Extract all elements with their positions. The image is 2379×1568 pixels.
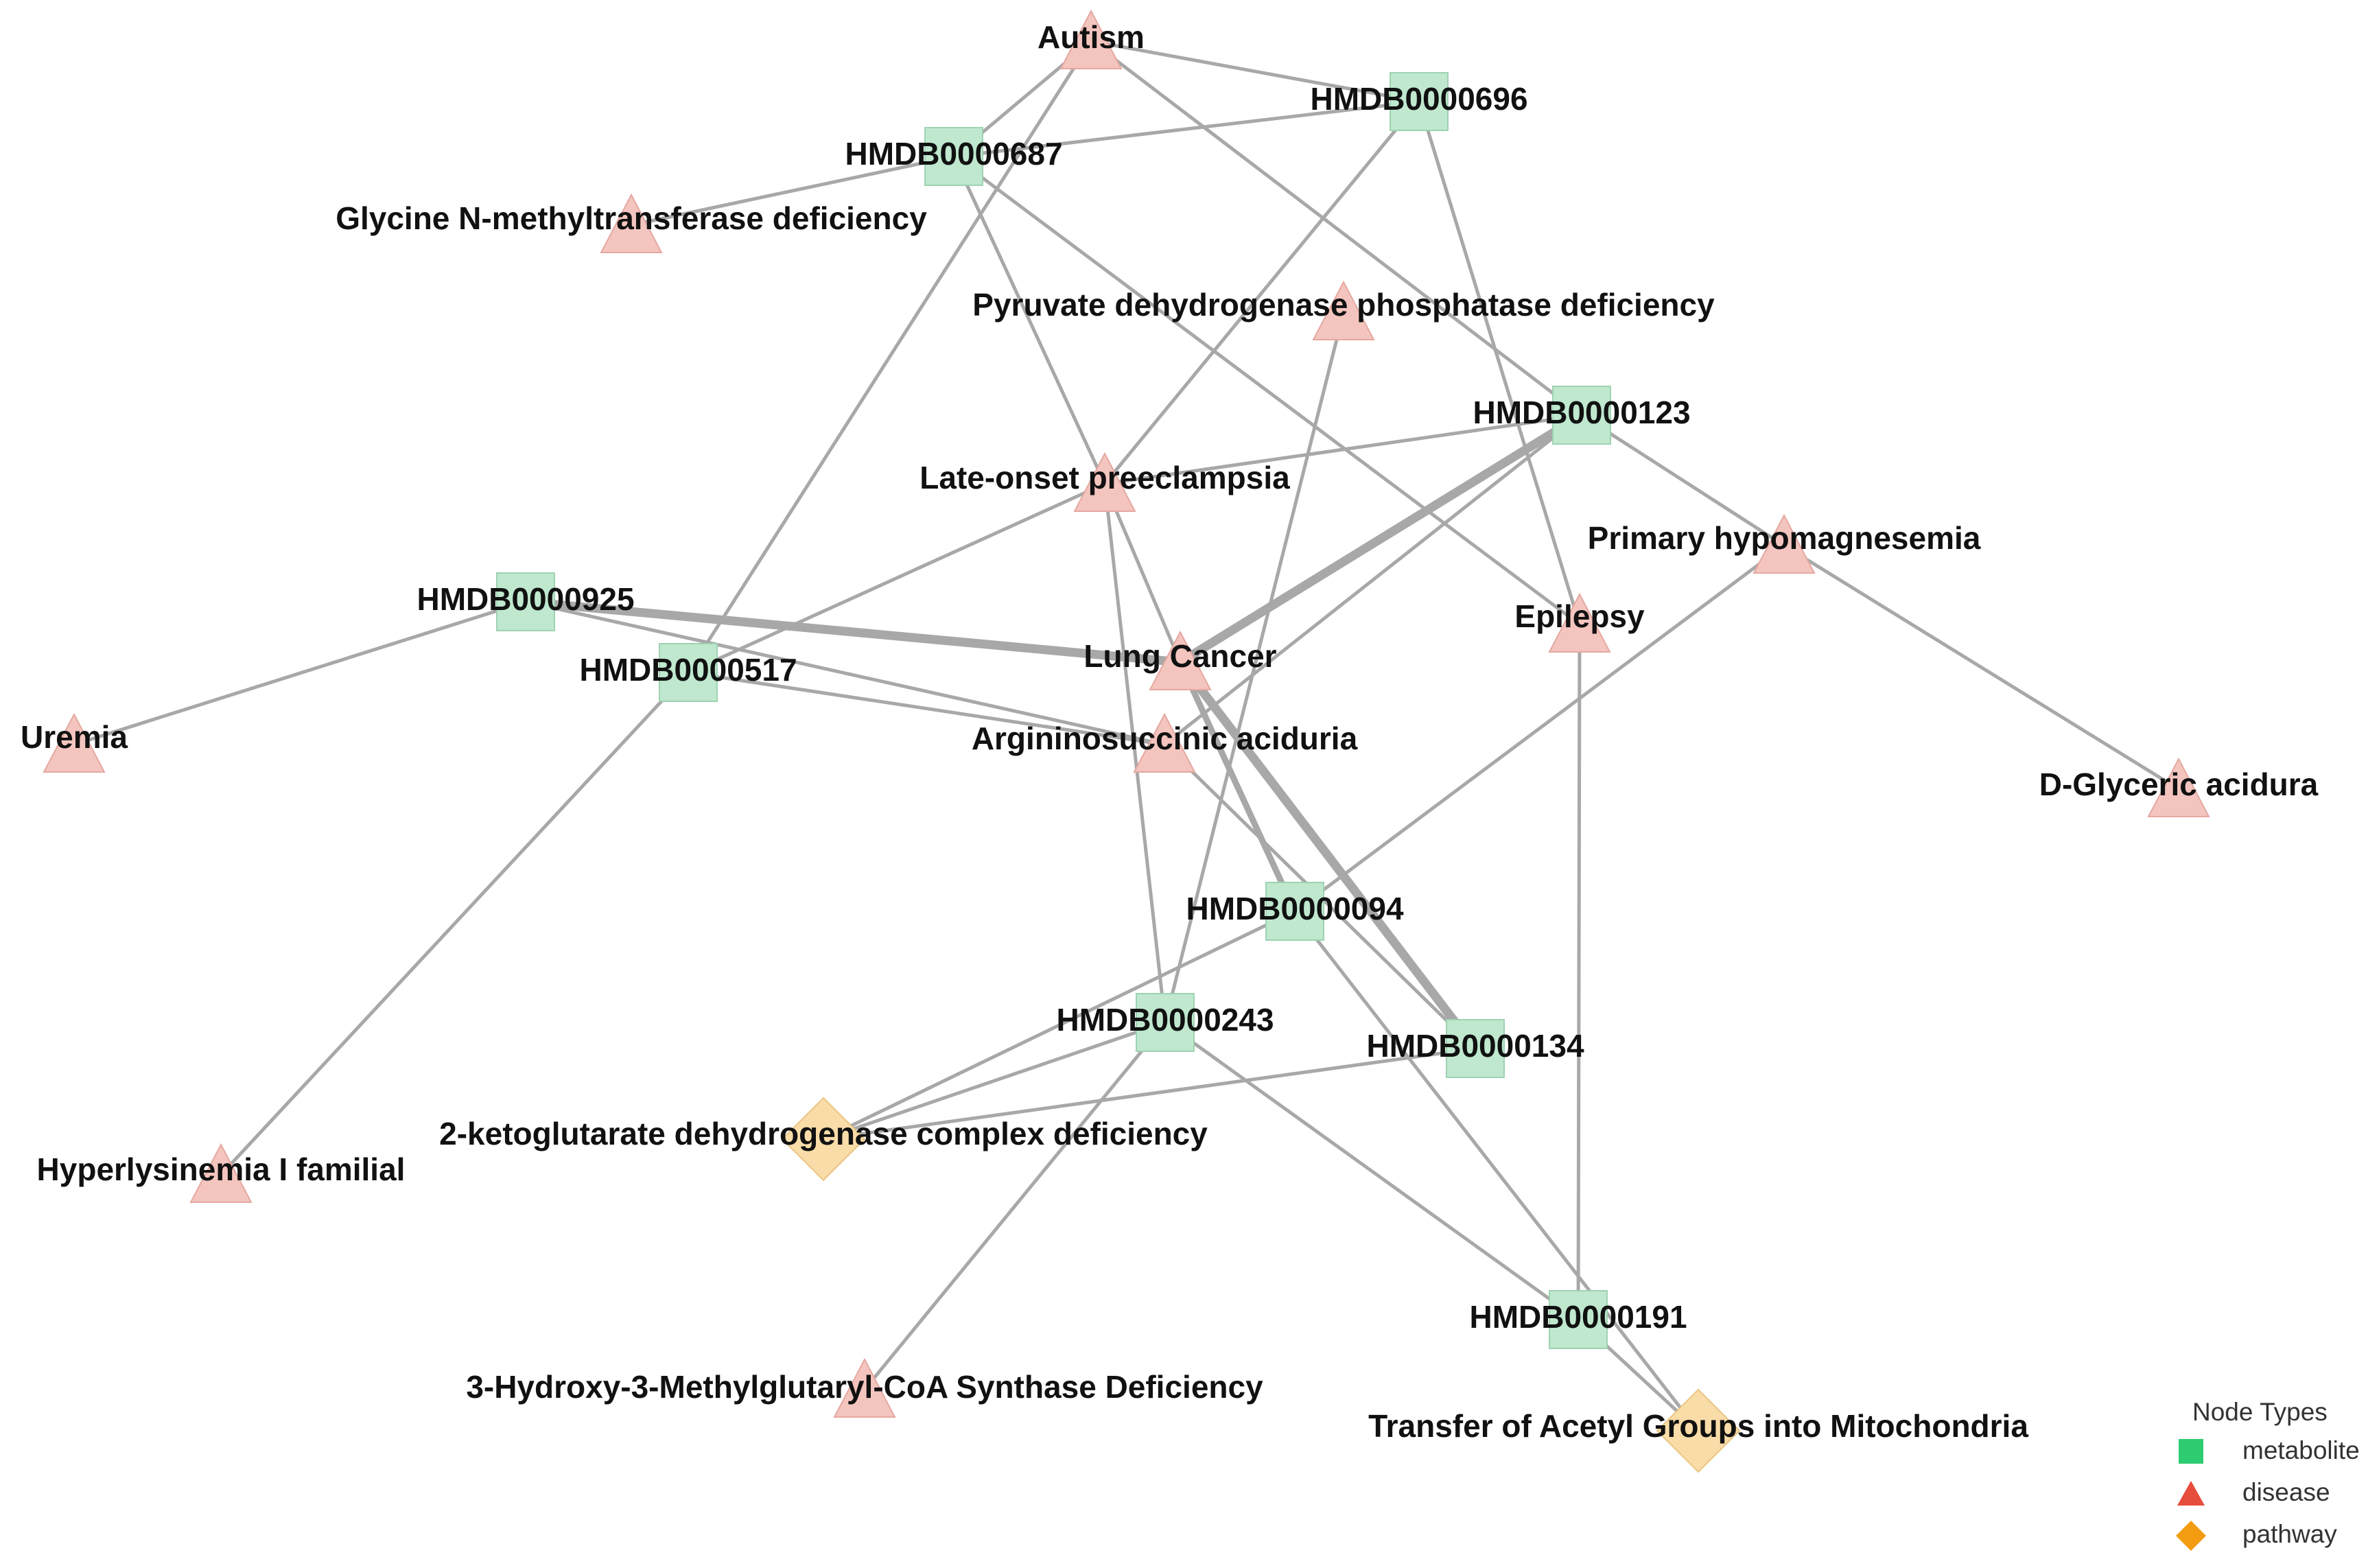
legend-disease-label: disease [2242,1478,2330,1506]
edge-HMDB0000696-epilepsy [1417,100,1582,627]
edge-autism-HMDB0000696 [1089,39,1421,104]
node-label-HMDB0000191: HMDB0000191 [1469,1299,1687,1335]
edge-preeclampsia-HMDB0000243 [1103,482,1167,1025]
node-label-HMDB0000094: HMDB0000094 [1186,891,1403,926]
edge-HMDB0000925-uremia [72,600,528,747]
node-label-HMDB0000925: HMDB0000925 [417,581,634,617]
node-HMDB0000243 [1136,993,1195,1052]
edge-HMDB0000243-kgdh [821,1020,1167,1141]
node-hmgcs [833,1357,896,1418]
edge-HMDB0000687-gnmt [629,154,956,227]
edge-HMDB0000687-epilepsy [952,154,1582,627]
legend-pathway-label: pathway [2242,1520,2337,1548]
node-label-HMDB0000696: HMDB0000696 [1310,81,1527,117]
edge-lungcancer-HMDB0000094 [1177,659,1298,915]
legend-pathway-swatch [2176,1521,2206,1551]
node-label-HMDB0000243: HMDB0000243 [1056,1002,1274,1038]
edge-HMDB0000517-arginino [686,670,1167,747]
legend-title: Node Types [2192,1398,2328,1426]
node-label-HMDB0000123: HMDB0000123 [1473,395,1690,430]
node-label-HMDB0000687: HMDB0000687 [845,136,1062,172]
node-uremia [43,712,106,773]
node-HMDB0000687 [924,127,983,186]
edge-hypomag-HMDB0000094 [1293,543,1786,913]
edge-HMDB0000123-lungcancer [1175,410,1586,667]
node-HMDB0000134 [1446,1019,1505,1078]
edges-layer [72,39,2181,1433]
node-label-lungcancer: Lung Cancer [1083,638,1276,674]
node-arginino [1133,712,1196,773]
node-label-hypomag: Primary hypomagnesemia [1588,520,1981,556]
edge-HMDB0000687-HMDB0000696 [952,100,1421,159]
node-acetyl [1656,1388,1741,1473]
node-hypomag [1753,513,1816,574]
edge-HMDB0000123-hypomag [1580,413,1786,548]
node-label-epilepsy: Epilepsy [1514,598,1645,634]
node-hyperlysinemia [189,1143,253,1203]
node-lungcancer [1149,630,1212,690]
node-label-acetyl: Transfer of Acetyl Groups into Mitochond… [1368,1408,2028,1444]
edge-HMDB0000094-acetyl [1293,909,1700,1433]
node-gnmt [600,193,663,253]
node-label-dglyceric: D-Glyceric acidura [2039,767,2319,802]
edge-HMDB0000243-HMDB0000191 [1163,1020,1580,1322]
edge-hypomag-dglyceric [1782,543,2181,791]
node-label-arginino: Argininosuccinic aciduria [972,721,1358,756]
edge-HMDB0000687-preeclampsia [952,154,1107,486]
edge-autism-HMDB0000517 [686,39,1093,675]
node-label-autism: Autism [1038,19,1145,55]
edge-autism-HMDB0000123 [1089,39,1584,417]
edge-HMDB0000094-kgdh [821,909,1297,1141]
node-HMDB0000094 [1265,882,1324,941]
node-label-hmgcs: 3-Hydroxy-3-Methylglutaryl-CoA Synthase … [466,1369,1263,1405]
node-HMDB0000925 [496,572,555,631]
node-HMDB0000123 [1552,386,1611,445]
node-label-HMDB0000134: HMDB0000134 [1366,1028,1584,1064]
node-preeclampsia [1073,452,1136,512]
node-HMDB0000696 [1390,72,1449,131]
edge-HMDB0000696-preeclampsia [1103,100,1421,486]
node-autism [1059,9,1123,69]
edge-HMDB0000925-lungcancer [521,597,1185,667]
legend-metabolite-label: metabolite [2242,1436,2360,1464]
node-HMDB0000191 [1549,1290,1608,1349]
edge-HMDB0000517-preeclampsia [686,482,1107,675]
node-epilepsy [1548,592,1611,653]
node-label-gnmt: Glycine N-methyltransferase deficiency [336,200,927,236]
node-label-HMDB0000517: HMDB0000517 [579,652,797,688]
edge-HMDB0000243-hmgcs [863,1020,1167,1392]
edge-HMDB0000134-kgdh [821,1046,1477,1141]
legend-metabolite-swatch [2179,1439,2203,1464]
node-pdp [1312,280,1375,340]
edge-epilepsy-HMDB0000191 [1576,622,1582,1322]
node-label-pdp: Pyruvate dehydrogenase phosphatase defic… [972,287,1715,323]
node-label-kgdh: 2-ketoglutarate dehydrogenase complex de… [439,1116,1208,1151]
labels-layer: HMDB0000696HMDB0000687HMDB0000123HMDB000… [21,19,2319,1444]
nodes-layer [43,9,2210,1473]
node-dglyceric [2147,757,2210,817]
legend: Node Types metabolite disease pathway [2176,1398,2360,1551]
node-label-uremia: Uremia [21,719,128,755]
node-label-hyperlysinemia: Hyperlysinemia I familial [37,1151,406,1187]
node-HMDB0000517 [659,643,718,702]
edge-pdp-HMDB0000243 [1163,310,1346,1025]
edge-HMDB0000517-hyperlysinemia [219,670,690,1177]
node-kgdh [781,1097,866,1182]
legend-disease-swatch [2177,1481,2205,1506]
edge-HMDB0000123-preeclampsia [1103,413,1584,486]
node-label-preeclampsia: Late-onset preeclampsia [919,460,1290,495]
edge-HMDB0000925-arginino [524,600,1167,747]
edge-preeclampsia-lungcancer [1103,482,1182,664]
edge-lungcancer-HMDB0000134 [1175,657,1480,1053]
edge-HMDB0000123-arginino [1162,413,1584,747]
